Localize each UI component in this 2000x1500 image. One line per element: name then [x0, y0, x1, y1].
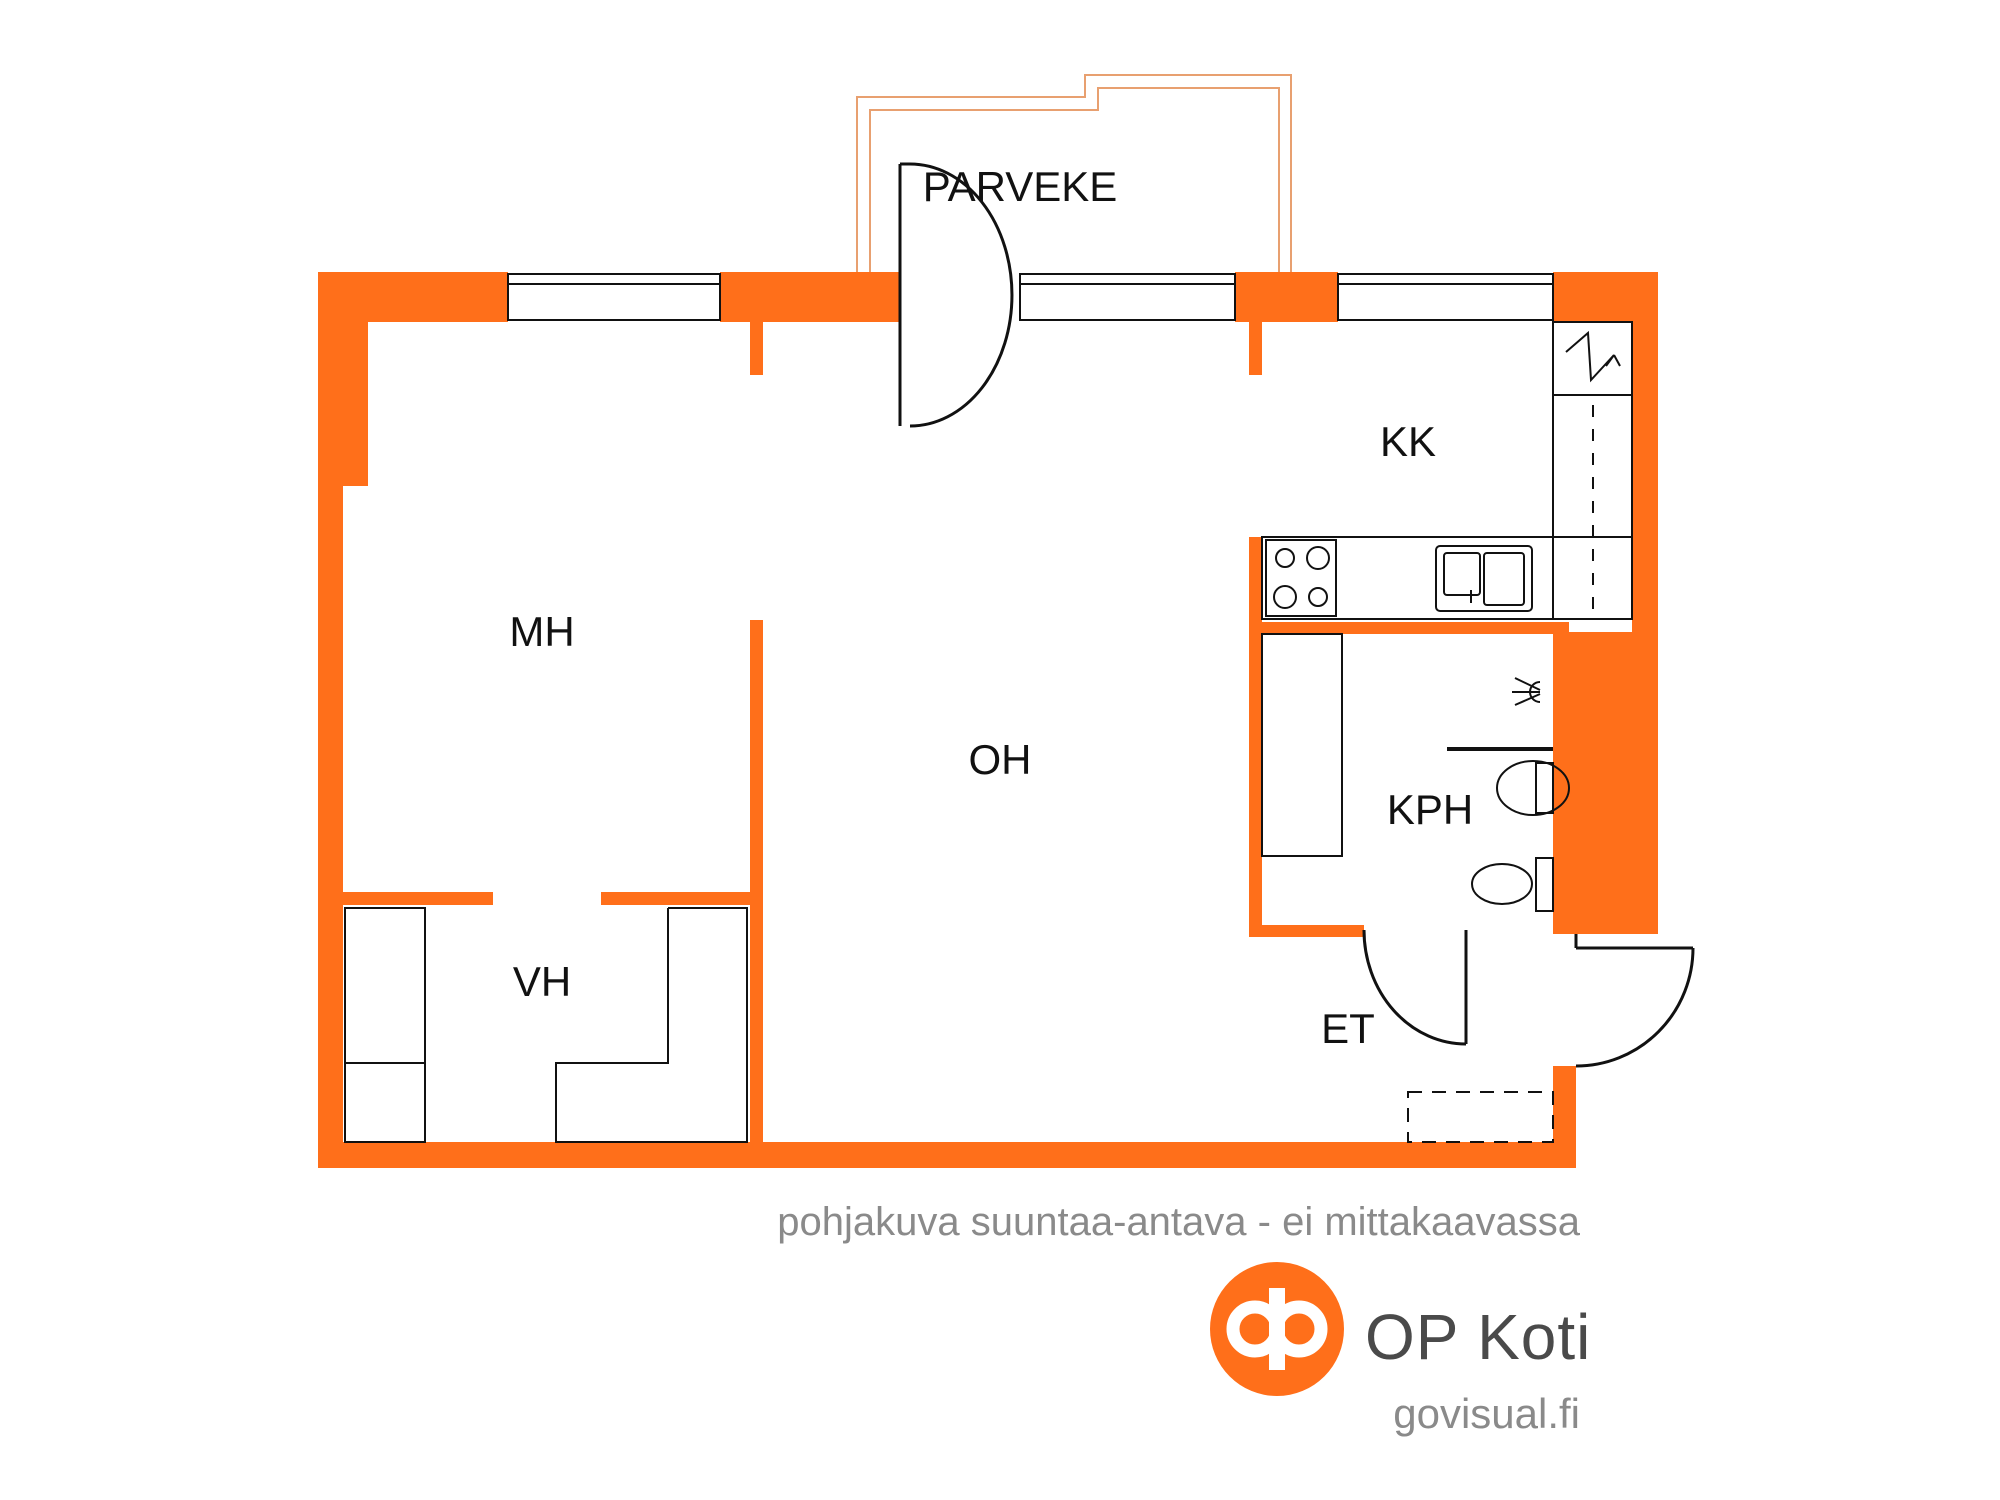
entry-storage	[1407, 1091, 1554, 1143]
label-entry: ET	[1321, 1005, 1375, 1052]
balcony-door	[898, 162, 1014, 428]
label-living: OH	[969, 736, 1032, 783]
windows	[507, 273, 1554, 321]
label-kitchen: KK	[1380, 418, 1436, 465]
label-bathroom: KPH	[1387, 786, 1473, 833]
bathroom-door	[1362, 929, 1468, 1046]
interior-walls	[343, 320, 1569, 1142]
disclaimer-text: pohjakuva suuntaa-antava - ei mittakaava…	[777, 1200, 1580, 1244]
exterior-walls	[318, 272, 1658, 1168]
brand-name: OP Koti	[1365, 1301, 1592, 1373]
label-closet: VH	[513, 958, 571, 1005]
op-logo-icon	[1210, 1262, 1344, 1396]
front-door	[1574, 934, 1695, 1068]
credit-link[interactable]: govisual.fi	[1393, 1390, 1580, 1437]
kitchen-fixtures	[1261, 321, 1633, 620]
label-balcony: PARVEKE	[923, 163, 1118, 210]
bathroom-fixtures	[1261, 633, 1570, 912]
closet-fixtures	[344, 907, 748, 1143]
balcony-outline	[856, 74, 1292, 272]
label-bedroom: MH	[509, 608, 574, 655]
